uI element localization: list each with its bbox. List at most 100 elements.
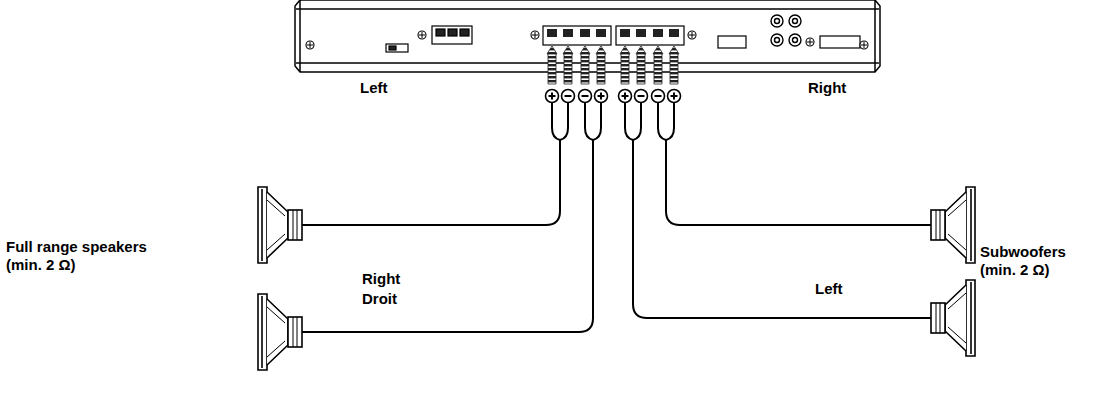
screw: [688, 31, 696, 39]
speakers: [258, 187, 975, 370]
text-label: Left: [815, 280, 843, 298]
screw: [418, 31, 426, 39]
polarity-sign: [549, 93, 556, 100]
magnet-ring: [293, 317, 297, 347]
rca-jacks: [771, 15, 801, 46]
speaker-wire: [633, 140, 931, 318]
polarity-sign: [565, 95, 572, 97]
terminal-screw: [580, 29, 590, 37]
polarity-circle: [562, 90, 575, 103]
screw-slot: [307, 42, 313, 48]
polarity-circle: [619, 90, 632, 103]
polarity-sign: [582, 95, 589, 97]
terminal-screw: [653, 29, 663, 37]
speaker-rim-line: [970, 189, 972, 261]
polarity-symbols: [546, 90, 681, 103]
speaker: [258, 187, 302, 263]
magnet-ring: [936, 303, 940, 333]
speaker-rim: [966, 280, 975, 356]
polarity-sign: [638, 95, 645, 97]
cable-jacket: [585, 103, 601, 140]
screw-slot: [807, 39, 813, 45]
speaker-rim-line: [261, 296, 263, 368]
screw-slot: [861, 42, 867, 48]
text-label: Full range speakers: [6, 238, 147, 256]
wire-end-arrow: [547, 46, 557, 84]
speaker-wires: [302, 103, 931, 332]
speaker-basket: [948, 293, 966, 343]
power-terminal-block: [432, 26, 472, 44]
screw: [860, 41, 868, 49]
control-panels: [718, 36, 860, 48]
wire-end-arrow: [620, 46, 630, 84]
speaker: [931, 280, 975, 356]
text-label: Right: [808, 79, 846, 97]
magnet-ring: [293, 210, 297, 240]
terminal-details: [547, 29, 679, 84]
speaker-magnet: [288, 210, 302, 240]
cable-jacket: [658, 103, 674, 140]
polarity-sign: [671, 93, 678, 100]
polarity-sign: [655, 95, 662, 97]
speaker-rim: [966, 187, 975, 263]
terminal-screw: [547, 29, 557, 37]
terminal-screw: [596, 29, 606, 37]
cable-jacket: [625, 103, 641, 140]
speaker-rim: [258, 294, 267, 370]
speaker-magnet: [931, 210, 945, 240]
text-label: Droit: [362, 290, 397, 308]
wire-end-arrow: [669, 46, 679, 84]
screw: [531, 31, 539, 39]
screw-slot: [532, 32, 538, 38]
wire-end-arrow: [563, 46, 573, 84]
polarity-circle: [579, 90, 592, 103]
polarity-sign: [598, 93, 605, 100]
text-label: Right: [362, 270, 400, 288]
speaker-basket: [267, 307, 285, 357]
text-label: (min. 2 Ω): [980, 261, 1050, 279]
speaker-magnet: [288, 317, 302, 347]
speaker-rim-line: [261, 189, 263, 261]
speaker-magnet: [931, 303, 945, 333]
fuse: [386, 44, 408, 52]
wire-end-arrow: [653, 46, 663, 84]
wire-end-arrow: [636, 46, 646, 84]
terminal-screw: [563, 29, 573, 37]
wire-end-arrow: [580, 46, 590, 84]
text-label: Left: [360, 79, 388, 97]
speaker-cone: [945, 192, 966, 258]
text-label: Subwoofers: [980, 243, 1066, 261]
text-label: (min. 2 Ω): [6, 256, 76, 274]
speaker-cone: [945, 285, 966, 351]
screw: [306, 41, 314, 49]
wire-end-arrow: [596, 46, 606, 84]
speaker: [931, 187, 975, 263]
screw-slot: [689, 32, 695, 38]
speaker: [258, 294, 302, 370]
speaker-rim-line: [970, 282, 972, 354]
polarity-circle: [595, 90, 608, 103]
terminal-screw: [620, 29, 630, 37]
speaker-cone: [267, 192, 288, 258]
speaker-wire: [666, 140, 931, 225]
speaker-wire: [302, 140, 560, 225]
polarity-sign: [622, 93, 629, 100]
cable-jacket: [552, 103, 568, 140]
speaker-rim: [258, 187, 267, 263]
screw: [806, 38, 814, 46]
polarity-circle: [635, 90, 648, 103]
speaker-wire: [302, 140, 593, 332]
polarity-circle: [546, 90, 559, 103]
magnet-ring: [936, 210, 940, 240]
terminal-screw: [669, 29, 679, 37]
speaker-basket: [267, 200, 285, 250]
terminal-screw: [636, 29, 646, 37]
speaker-terminal-blocks: [543, 26, 684, 45]
speaker-cone: [267, 299, 288, 365]
polarity-circle: [668, 90, 681, 103]
polarity-circle: [652, 90, 665, 103]
speaker-basket: [948, 200, 966, 250]
screw-slot: [419, 32, 425, 38]
